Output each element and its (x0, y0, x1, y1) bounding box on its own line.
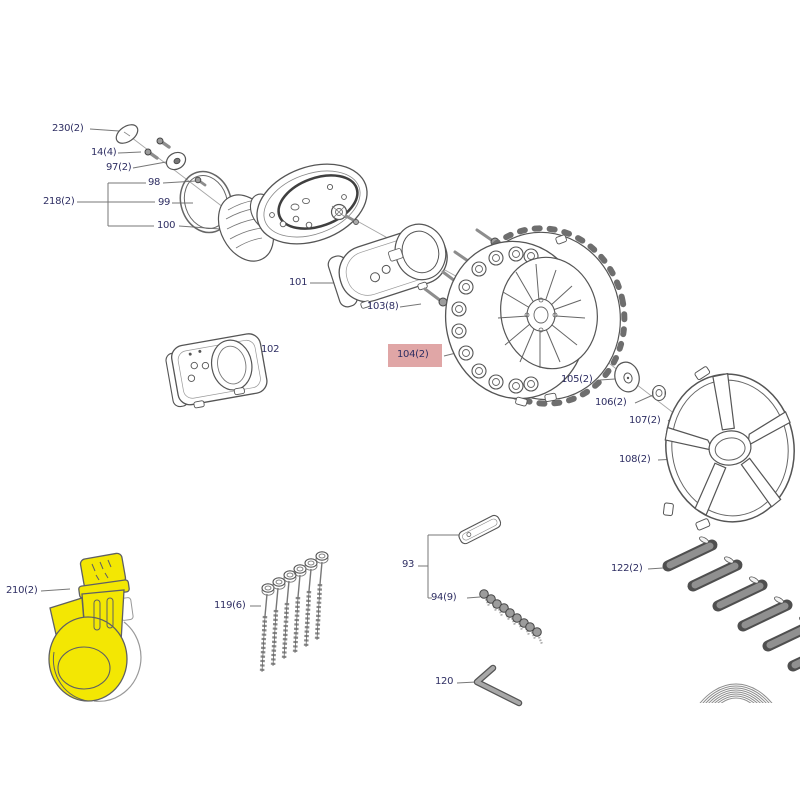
part-drawing-99-oring[interactable] (173, 165, 240, 239)
part-label-108[interactable]: 108(2) (619, 454, 651, 465)
part-drawing-102-bracket[interactable] (164, 332, 270, 412)
part-label-99[interactable]: 99 (158, 197, 171, 208)
part-label-104-selected[interactable]: 104(2) (388, 344, 443, 367)
part-label-218[interactable]: 218(2) (43, 196, 75, 207)
part-drawing-104-spike-wheel[interactable] (431, 213, 640, 418)
part-label-97[interactable]: 97(2) (106, 162, 132, 173)
part-drawing-108-wheel-cap[interactable] (644, 355, 800, 535)
part-label-119[interactable]: 119(6) (214, 600, 246, 611)
part-drawing-wire-coil (699, 683, 773, 703)
part-drawing-105-washer[interactable] (612, 359, 643, 394)
part-drawing-14-screws[interactable] (144, 137, 171, 160)
part-label-105[interactable]: 105(2) (561, 374, 593, 385)
part-label-210[interactable]: 210(2) (6, 585, 38, 596)
part-drawing-98-screw[interactable] (194, 176, 207, 187)
part-label-14[interactable]: 14(4) (91, 147, 117, 158)
part-label-107[interactable]: 107(2) (629, 415, 661, 426)
part-label-120[interactable]: 120 (435, 676, 454, 687)
part-drawing-230-cap[interactable] (113, 121, 141, 147)
part-label-94[interactable]: 94(9) (431, 592, 457, 603)
part-label-122[interactable]: 122(2) (611, 563, 643, 574)
part-drawing-94-screws[interactable] (479, 589, 544, 645)
part-label-103[interactable]: 103(8) (367, 301, 399, 312)
part-label-230[interactable]: 230(2) (52, 123, 84, 134)
part-label-100[interactable]: 100 (157, 220, 176, 231)
part-drawing-120-hex-key[interactable] (473, 664, 523, 707)
part-drawing-101-cover[interactable] (324, 218, 455, 315)
part-label-101[interactable]: 101 (289, 277, 308, 288)
part-drawing-106-nut[interactable] (651, 384, 667, 402)
part-label-98[interactable]: 98 (148, 177, 161, 188)
part-label-93[interactable]: 93 (402, 559, 415, 570)
part-drawing-119-spike-screws[interactable] (259, 551, 329, 673)
part-label-106[interactable]: 106(2) (595, 397, 627, 408)
part-label-102[interactable]: 102 (261, 344, 280, 355)
part-drawing-210-caster-highlighted[interactable] (48, 552, 142, 702)
part-drawing-122-stakes[interactable] (662, 536, 800, 672)
part-drawing-100-gearbox[interactable] (207, 150, 378, 271)
part-drawing-93-blade[interactable] (457, 514, 502, 546)
part-drawing-97-washer[interactable] (163, 149, 188, 173)
